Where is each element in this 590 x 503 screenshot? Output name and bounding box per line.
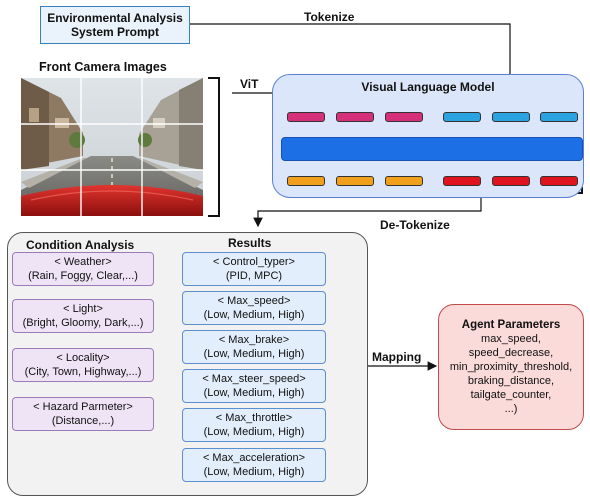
camera-bracket: [208, 77, 220, 217]
de-tokenize-arrow: [253, 193, 482, 228]
condition-values: (Distance,...): [51, 415, 115, 427]
agent-param-line: tailgate_counter,: [470, 389, 552, 401]
results-title: Results: [228, 236, 272, 250]
vit-label: ViT: [240, 77, 259, 91]
agent-parameters-title: Agent Parameters: [461, 319, 561, 331]
input-token: [385, 112, 423, 122]
model-layers-bar: [281, 137, 583, 161]
condition-analysis-title: Condition Analysis: [26, 238, 135, 252]
input-token: [287, 112, 325, 122]
result-name: < Max_brake>: [218, 334, 290, 346]
text-token: [492, 112, 530, 122]
text-token: [443, 112, 481, 122]
agent-param-line: max_speed,: [481, 333, 541, 345]
agent-param-line: ...): [504, 403, 518, 415]
de-tokenize-label: De-Tokenize: [380, 218, 450, 232]
result-max-brake: < Max_brake> (Low, Medium, High): [182, 330, 326, 364]
text-token: [540, 112, 578, 122]
result-max-throttle: < Max_throttle> (Low, Medium, High): [182, 408, 326, 442]
system-prompt-line2: System Prompt: [70, 25, 160, 39]
result-control-type: < Control_typer> (PID, MPC): [182, 252, 326, 286]
output-token: [385, 176, 423, 186]
front-camera-image: [21, 78, 203, 216]
output-token: [336, 176, 374, 186]
output-token: [287, 176, 325, 186]
result-values: (Low, Medium, High): [203, 387, 305, 399]
condition-name: < Hazard Parmeter>: [33, 401, 133, 413]
agent-param-line: braking_distance,: [467, 375, 555, 387]
result-max-speed: < Max_speed> (Low, Medium, High): [182, 291, 326, 325]
vlm-title: Visual Language Model: [361, 80, 495, 94]
condition-light: < Light> (Bright, Gloomy, Dark,...): [12, 299, 154, 333]
camera-title: Front Camera Images: [39, 60, 167, 74]
result-values: (Low, Medium, High): [203, 348, 305, 360]
condition-hazard: < Hazard Parmeter> (Distance,...): [12, 397, 154, 431]
result-name: < Max_steer_speed>: [202, 373, 306, 385]
condition-values: (Bright, Gloomy, Dark,...): [22, 317, 144, 329]
result-values: (Low, Medium, High): [203, 426, 305, 438]
mapping-label: Mapping: [372, 350, 422, 364]
condition-weather: < Weather> (Rain, Foggy, Clear,...): [12, 252, 154, 286]
condition-name: < Light>: [63, 303, 103, 315]
condition-name: < Weather>: [54, 256, 112, 268]
result-name: < Max_throttle>: [215, 412, 293, 424]
condition-values: (City, Town, Highway,...): [24, 366, 142, 378]
system-prompt-line1: Environmental Analysis: [47, 11, 183, 25]
tokenize-label: Tokenize: [304, 10, 355, 24]
input-token: [336, 112, 374, 122]
condition-values: (Rain, Foggy, Clear,...): [28, 270, 138, 282]
result-max-acceleration: < Max_acceleration> (Low, Medium, High): [182, 448, 326, 482]
condition-locality: < Locality> (City, Town, Highway,...): [12, 348, 154, 382]
agent-param-line: speed_decrease,: [468, 347, 554, 359]
result-values: (Low, Medium, High): [203, 309, 305, 321]
system-prompt-box: Environmental Analysis System Prompt: [40, 6, 190, 44]
result-name: < Control_typer>: [213, 256, 295, 268]
result-values: (PID, MPC): [225, 270, 283, 282]
output-token: [540, 176, 578, 186]
result-name: < Max_speed>: [217, 295, 291, 307]
output-token: [443, 176, 481, 186]
result-max-steer-speed: < Max_steer_speed> (Low, Medium, High): [182, 369, 326, 403]
result-name: < Max_acceleration>: [202, 452, 306, 464]
agent-param-line: min_proximity_threshold,: [449, 361, 573, 373]
agent-parameters-box: Agent Parameters max_speed, speed_decrea…: [438, 304, 584, 430]
result-values: (Low, Medium, High): [203, 466, 305, 478]
output-token: [492, 176, 530, 186]
condition-name: < Locality>: [56, 352, 110, 364]
